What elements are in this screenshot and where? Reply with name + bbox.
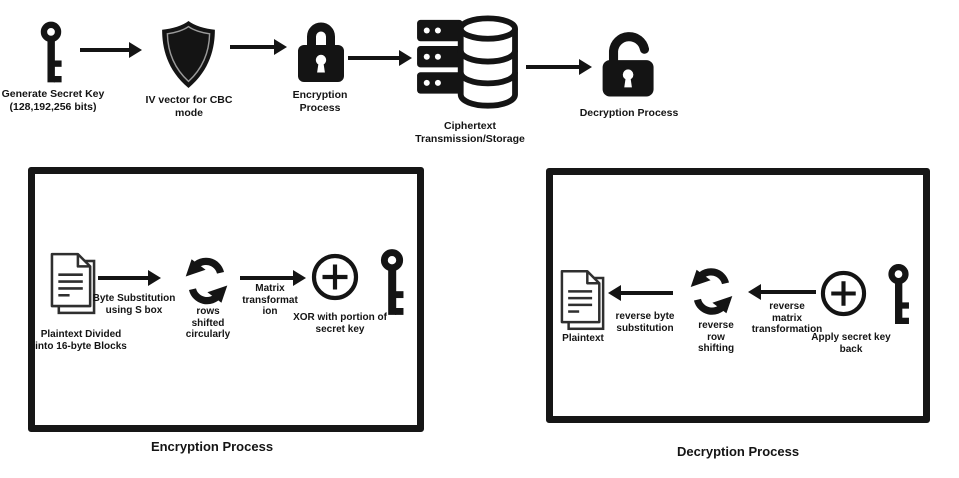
flow-arrow bbox=[526, 58, 592, 75]
circular-arrows-icon bbox=[688, 268, 735, 315]
rows-shifted-label: rows shifted circularly bbox=[185, 306, 231, 340]
iv-vector-label: IV vector for CBC mode bbox=[145, 94, 233, 119]
reverse-row-shifting-label: reverse row shifting bbox=[697, 320, 735, 354]
step-arrow bbox=[240, 269, 306, 286]
plaintext-label: Plaintext bbox=[562, 333, 604, 344]
key-icon bbox=[39, 20, 63, 84]
byte-substitution-label: Byte Substitution using S box bbox=[92, 293, 176, 316]
encryption-box-caption: Encryption Process bbox=[150, 439, 274, 454]
open-padlock-icon bbox=[600, 31, 658, 102]
encryption-process-label: Encryption Process bbox=[292, 89, 348, 114]
flow-arrow bbox=[348, 49, 412, 66]
xor-icon bbox=[311, 253, 359, 301]
step-arrow bbox=[98, 269, 161, 286]
decryption-process-label: Decryption Process bbox=[579, 107, 679, 119]
decryption-box-caption: Decryption Process bbox=[676, 444, 800, 459]
flow-arrow bbox=[230, 38, 287, 55]
ciphertext-storage-label: Ciphertext Transmission/Storage bbox=[415, 120, 525, 145]
generate-key-label: Generate Secret Key (128,192,256 bits) bbox=[1, 88, 105, 113]
key-icon bbox=[379, 249, 405, 315]
xor-portion-label: XOR with portion of secret key bbox=[293, 312, 387, 335]
plaintext-blocks-label: Plaintext Divided into 16-byte Blocks bbox=[35, 329, 127, 352]
reverse-matrix-transformation-label: reverse matrix transformation bbox=[751, 301, 823, 335]
matrix-transformation-label: Matrix transformat ion bbox=[242, 283, 298, 317]
step-arrow bbox=[608, 284, 673, 301]
circular-arrows-icon bbox=[183, 257, 230, 305]
document-icon bbox=[50, 252, 97, 317]
document-icon bbox=[560, 269, 606, 333]
apply-secret-key-label: Apply secret key back bbox=[811, 332, 891, 355]
server-database-icon bbox=[417, 15, 518, 112]
padlock-icon bbox=[296, 20, 346, 84]
xor-icon bbox=[820, 270, 867, 317]
key-icon bbox=[886, 264, 911, 324]
flow-arrow bbox=[80, 41, 142, 58]
step-arrow bbox=[748, 283, 816, 300]
shield-icon bbox=[159, 20, 218, 89]
reverse-byte-substitution-label: reverse byte substitution bbox=[615, 311, 675, 334]
